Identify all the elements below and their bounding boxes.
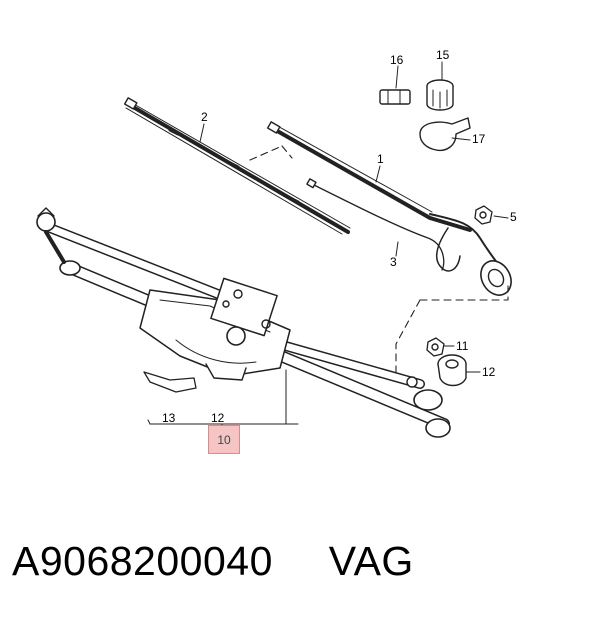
- callout-16: 16: [390, 53, 404, 67]
- wiper-linkage-frame: [36, 207, 451, 438]
- callout-1: 1: [377, 152, 384, 166]
- nut-part-11: [426, 337, 445, 357]
- callout-leaders: [147, 61, 509, 431]
- part-number: A9068200040: [12, 538, 273, 584]
- callout-12-frame: 12: [211, 411, 225, 425]
- part-number-line: A9068200040 VAG: [12, 538, 592, 585]
- wiper-arm-right: [266, 121, 512, 296]
- bracket-part-13: [143, 371, 197, 393]
- nut-part-5: [474, 205, 493, 225]
- grommet-part-15: [426, 79, 454, 111]
- callout-12-bushing: 12: [482, 365, 496, 379]
- wiper-blade-left: [123, 97, 351, 235]
- bushing-part-12: [437, 354, 467, 387]
- callout-2: 2: [201, 110, 208, 124]
- callout-11: 11: [456, 339, 469, 353]
- wiper-assembly-diagram: [36, 61, 512, 438]
- callout-15: 15: [436, 48, 450, 62]
- connector-part-16: [379, 89, 411, 105]
- callout-10-highlight: 10: [208, 425, 240, 454]
- callout-3: 3: [390, 255, 397, 269]
- part-brand: VAG: [328, 538, 414, 584]
- clip-part-17: [419, 117, 471, 152]
- callout-5: 5: [510, 210, 517, 224]
- callout-13: 13: [162, 411, 176, 425]
- callout-17: 17: [472, 132, 486, 146]
- washer-hose: [306, 178, 445, 271]
